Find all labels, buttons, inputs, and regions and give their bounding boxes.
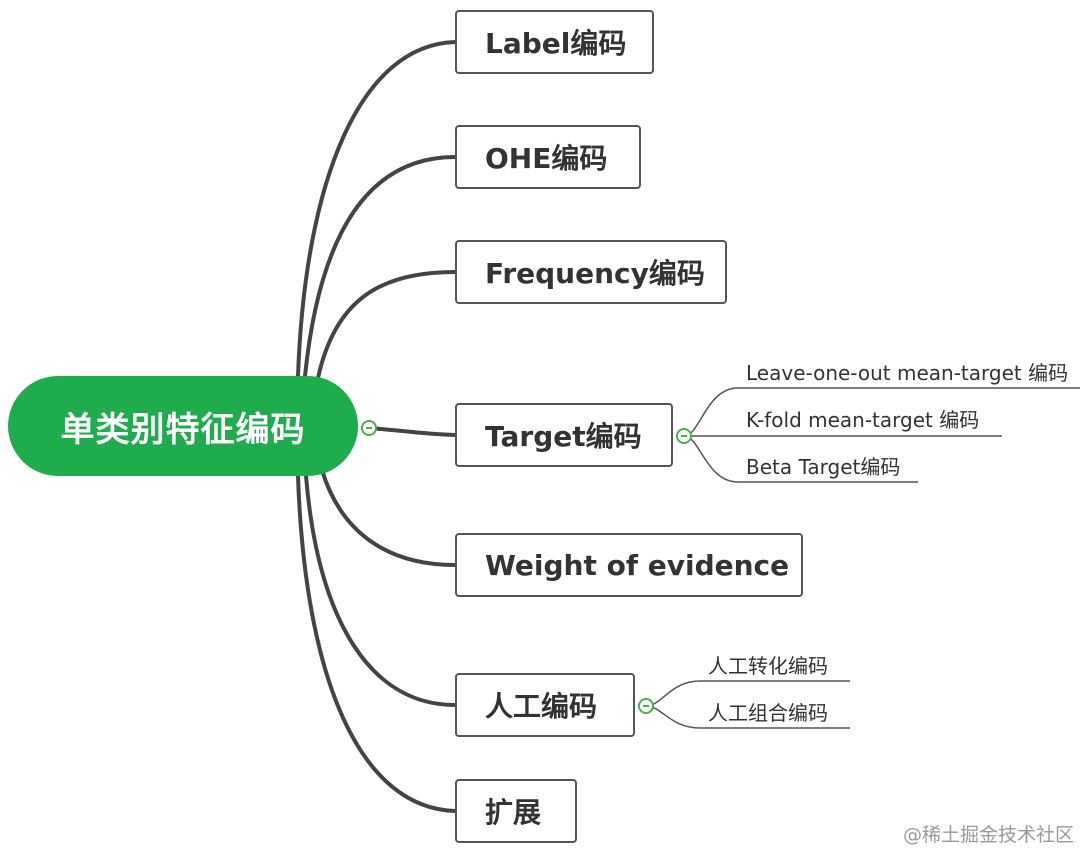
- branch-label-encoding[interactable]: Label编码: [455, 10, 654, 74]
- connector-weight: [320, 468, 457, 567]
- connector-extension: [296, 474, 457, 813]
- root-label: 单类别特征编码: [60, 409, 306, 450]
- connector-target: [366, 426, 457, 437]
- branch-manual-encoding[interactable]: 人工编码: [455, 673, 635, 737]
- sub-node-leave-one-out[interactable]: Leave-one-out mean-target 编码: [746, 361, 1069, 385]
- branch-label: Weight of evidence: [485, 548, 790, 582]
- branch-label: Target编码: [485, 420, 642, 453]
- branch-target-encoding[interactable]: Target编码: [455, 403, 673, 467]
- root-node[interactable]: 单类别特征编码: [8, 376, 358, 476]
- connector-ohe: [303, 155, 457, 378]
- sub-node-k-fold[interactable]: K-fold mean-target 编码: [746, 408, 980, 432]
- sub-node-beta-target[interactable]: Beta Target编码: [746, 455, 901, 479]
- root-collapse-icon[interactable]: [361, 420, 377, 436]
- connector-manual: [304, 474, 457, 707]
- branch-label: OHE编码: [485, 142, 608, 175]
- connector-label: [296, 40, 457, 378]
- branch-ohe-encoding[interactable]: OHE编码: [455, 125, 641, 189]
- branch-label: Label编码: [485, 27, 627, 60]
- sub-node-manual-transform[interactable]: 人工转化编码: [708, 654, 828, 678]
- target-collapse-icon[interactable]: [676, 428, 692, 444]
- watermark: @稀土掘金技术社区: [902, 824, 1074, 846]
- branch-label: Frequency编码: [485, 257, 705, 290]
- sub-node-manual-combine[interactable]: 人工组合编码: [708, 701, 828, 725]
- branch-label: 扩展: [485, 796, 542, 829]
- branch-weight-of-evidence[interactable]: Weight of evidence: [455, 533, 803, 597]
- connector-frequency: [316, 270, 457, 380]
- manual-collapse-icon[interactable]: [638, 698, 654, 714]
- branch-extension[interactable]: 扩展: [455, 779, 577, 843]
- branch-frequency-encoding[interactable]: Frequency编码: [455, 240, 727, 304]
- branch-label: 人工编码: [485, 690, 598, 723]
